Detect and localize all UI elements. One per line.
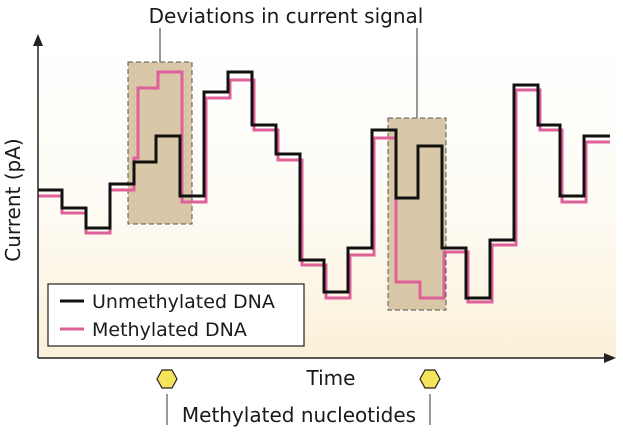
legend-label-unmethylated: Unmethylated DNA	[92, 291, 275, 313]
methylated-trace	[38, 70, 610, 304]
nucleotide-hexagon-icon	[156, 369, 178, 389]
y-axis-label: Current (pA)	[1, 138, 25, 261]
deviations-label: Deviations in current signal	[149, 4, 424, 28]
unmethylated-trace	[38, 70, 610, 300]
nucleotides-label: Methylated nucleotides	[182, 403, 416, 427]
nucleotide-hexagon-icon	[419, 369, 441, 389]
legend-label-methylated: Methylated DNA	[92, 319, 247, 341]
legend-box	[47, 283, 305, 347]
y-axis-arrow-icon	[33, 34, 43, 46]
x-axis-arrow-icon	[604, 353, 616, 363]
legend: Unmethylated DNA Methylated DNA	[47, 283, 305, 347]
x-axis-label: Time	[306, 366, 356, 390]
